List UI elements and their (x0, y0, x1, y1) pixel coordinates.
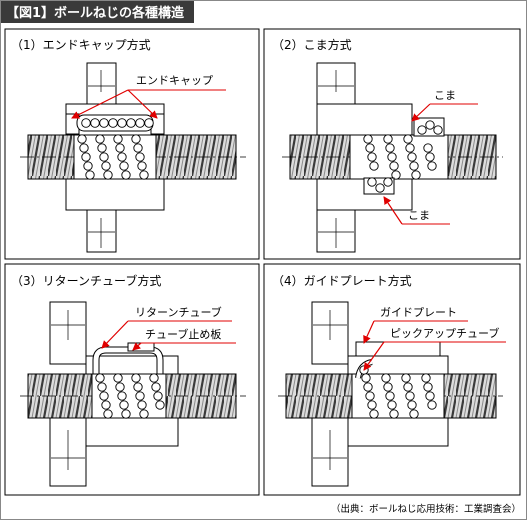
panel-4-frame (263, 263, 521, 496)
panel-2: （2）こま方式 こま こま (272, 37, 503, 253)
tube-retainer (127, 342, 155, 352)
callout-koma-lower-arrow (383, 196, 403, 225)
ball-rows (95, 373, 165, 419)
ball-rows (363, 134, 437, 180)
header-bar (1, 1, 194, 23)
callout-tube-retainer-arrow (132, 342, 142, 351)
panel-1: （1）エンドキャップ方式 エンドキャップ (11, 37, 246, 253)
guide-plate (355, 341, 441, 357)
callout-end-cap: エンドキャップ (136, 74, 213, 87)
panel-3: （3）リターンチューブ方式 リターンチューブ チューブ止め板 (11, 273, 246, 487)
callout-guide-plate: ガイドプレート (380, 306, 457, 319)
panel-1-frame (4, 28, 260, 260)
panel-2-title: （2）こま方式 (272, 37, 352, 52)
callout-return-tube-arrow (101, 320, 129, 349)
callout-koma-upper: こま (434, 89, 456, 102)
panel-2-frame (263, 28, 521, 260)
callout-end-cap-arrow-right (127, 89, 158, 119)
callout-guide-plate-arrow (363, 320, 375, 344)
panel-4: （4）ガイドプレート方式 ガイドプレート ピックアップチューブ (272, 273, 506, 487)
panel-1-title: （1）エンドキャップ方式 (11, 37, 151, 52)
callout-tube-retainer: チューブ止め板 (145, 327, 221, 341)
panel-3-frame (4, 263, 260, 496)
panel-4-title: （4）ガイドプレート方式 (272, 273, 412, 288)
return-balls (81, 118, 154, 128)
panel-3-title: （3）リターンチューブ方式 (11, 273, 161, 288)
callout-pickup-tube: ピックアップチューブ (390, 326, 499, 340)
callout-return-tube: リターンチューブ (135, 305, 222, 319)
callout-koma-lower: こま (408, 209, 430, 222)
header-title: 【図1】ボールねじの各種構造 (6, 5, 185, 21)
callout-koma-upper-arrow (411, 103, 431, 122)
flange-lower (86, 209, 117, 253)
callout-end-cap-arrow-left (71, 89, 129, 119)
callout-pickup-tube-arrow (363, 341, 385, 371)
ball-rows (77, 134, 149, 180)
source-note: （出典：ボールねじ応用技術：工業調査会） (331, 503, 521, 515)
